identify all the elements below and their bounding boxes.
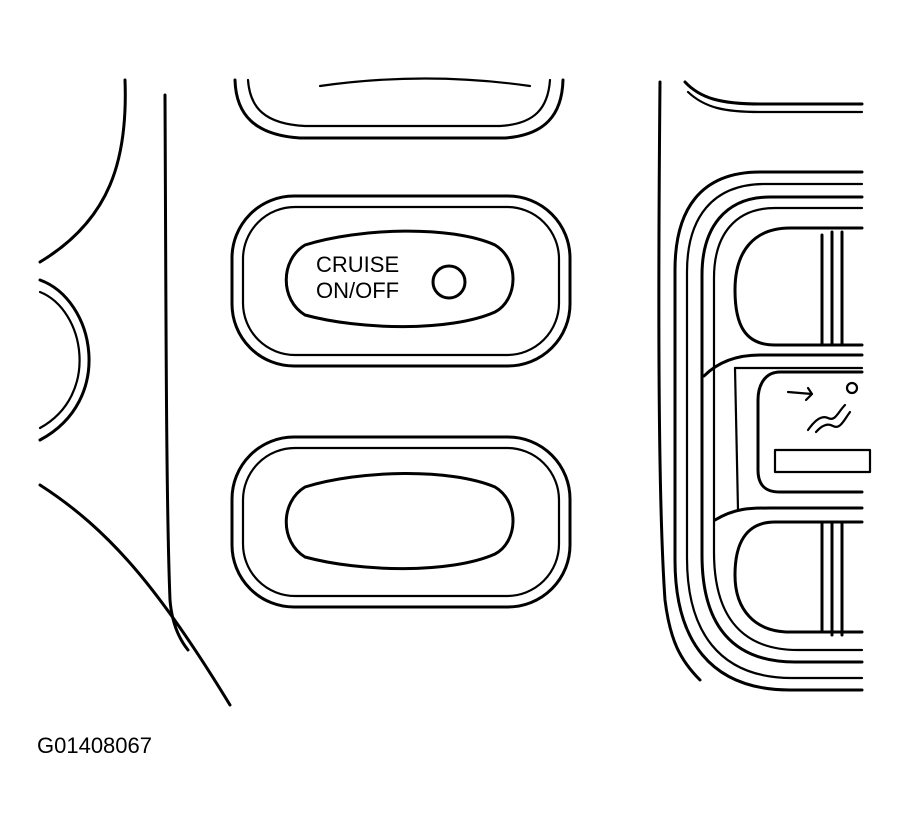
cruise-button-label: CRUISE ON/OFF — [316, 252, 426, 304]
blank-button-inner — [241, 446, 561, 598]
left-gauge-arc-inner — [38, 290, 81, 430]
blank-button[interactable] — [230, 435, 572, 609]
blank-button-face — [284, 472, 515, 571]
lower-rocker-knob[interactable] — [733, 520, 864, 637]
climate-bezel-3 — [700, 195, 864, 664]
vent-panel-bottom — [713, 506, 864, 522]
cruise-button-outer — [230, 194, 572, 368]
climate-bezel-4 — [712, 206, 864, 652]
top-button-face — [318, 77, 532, 88]
vent-airflow-icon — [786, 381, 859, 434]
cruise-label-line1: CRUISE — [316, 252, 400, 277]
upper-rocker-body — [733, 226, 864, 347]
right-top-curve-inner — [686, 90, 864, 114]
vent-slot — [773, 448, 872, 474]
figure-id: G01408067 — [37, 733, 152, 758]
indicator-circle-icon — [431, 264, 467, 300]
vent-slot-frame — [756, 370, 864, 494]
cruise-button-face — [284, 229, 515, 329]
top-button-inner — [246, 78, 552, 128]
top-button-outer — [233, 78, 565, 140]
vent-panel-side — [733, 366, 740, 512]
right-panel-edge — [657, 80, 702, 682]
upper-rocker-knob[interactable] — [733, 226, 864, 347]
blank-button-outer — [230, 435, 572, 609]
upper-rocker-cap — [820, 230, 844, 347]
right-top-curve-outer — [683, 80, 864, 106]
center-panel-edge — [163, 93, 190, 652]
vent-panel-top — [702, 353, 864, 378]
left-panel-diagonal — [38, 483, 232, 707]
climate-bezel-1 — [673, 170, 864, 692]
cruise-label-line2: ON/OFF — [316, 278, 400, 303]
vent-mode-panel[interactable] — [702, 353, 872, 522]
cruise-on-off-button[interactable] — [230, 194, 572, 368]
climate-bezel-2 — [685, 182, 864, 680]
left-panel-curve-upper — [38, 78, 127, 264]
lower-rocker-cap — [820, 520, 844, 637]
cruise-button-inner — [241, 205, 561, 357]
lower-rocker-body — [733, 520, 864, 634]
left-gauge-arc — [38, 278, 91, 442]
